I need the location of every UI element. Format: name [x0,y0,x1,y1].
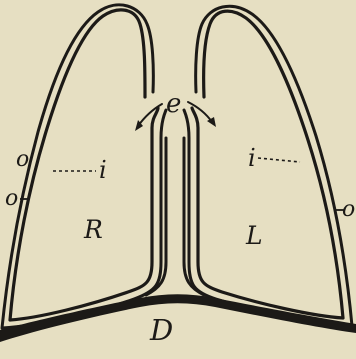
left-sac-outer-wall [192,11,343,318]
right-sac-outer-wall [10,10,158,320]
leader-i-right [258,158,300,162]
mediastinum-right-line [184,138,204,295]
diaphragm [0,294,356,342]
label-D: D [149,313,173,347]
arrow-left [138,104,162,126]
label-o-left-lower: o [5,186,18,211]
arrow-right [188,102,212,122]
label-e: e [166,89,181,119]
left-sac-inner-wall [184,6,352,326]
label-R: R [83,215,103,244]
label-i-left: i [99,156,107,184]
label-o-left-upper: o [16,147,29,172]
label-i-right: i [248,144,256,172]
label-o-right: o [342,197,355,222]
mediastinum-left-line [146,138,166,295]
label-L: L [245,221,263,250]
